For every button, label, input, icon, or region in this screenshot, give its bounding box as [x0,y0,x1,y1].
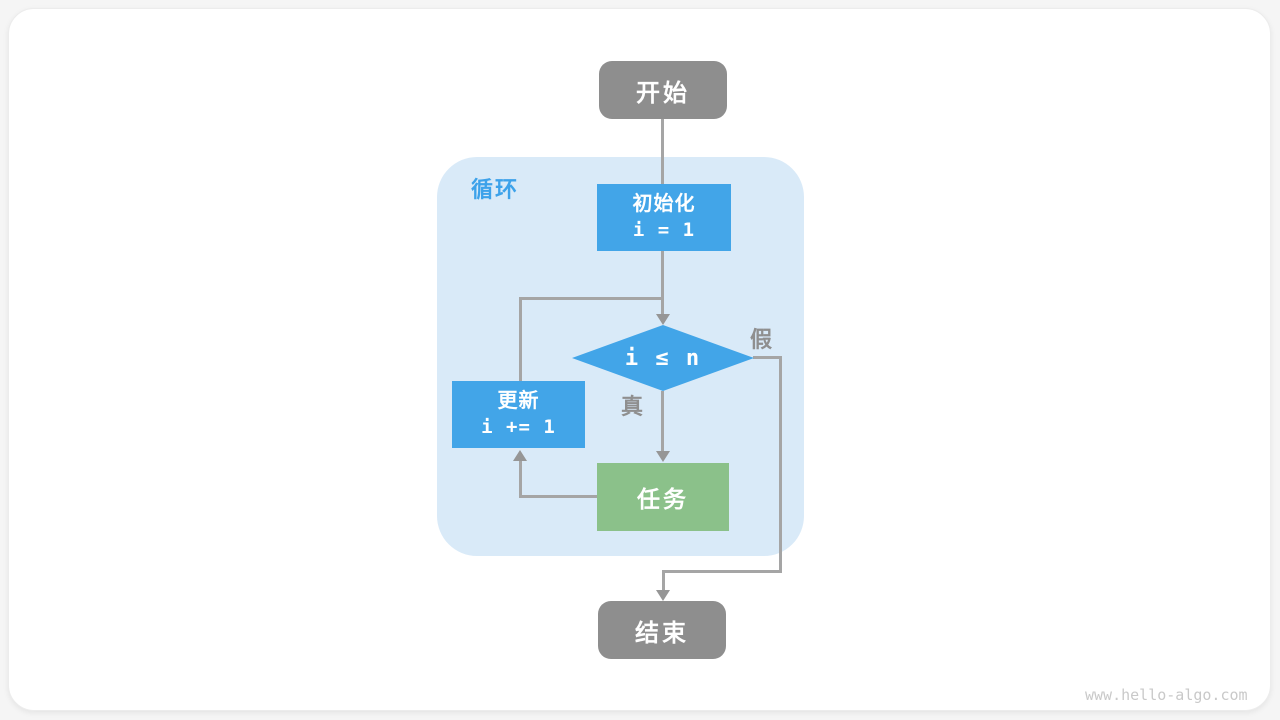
edge-false-branch-top [753,356,782,359]
node-update-code: i += 1 [481,416,556,439]
edge-update-merge-horizontal [519,297,664,300]
node-start-label: 开始 [636,79,690,107]
edge-into-end [662,570,665,592]
edge-init-to-condition [661,251,664,316]
edge-false-branch-bottom [662,570,782,573]
node-init: 初始化 i = 1 [597,184,731,251]
watermark: www.hello-algo.com [1085,686,1248,704]
canvas-card: 循环 真 假 开始 初始化 i = 1 i ≤ n [8,8,1271,711]
arrow-into-update-icon [513,450,527,461]
node-init-code: i = 1 [632,219,696,242]
node-condition-label: i ≤ n [624,345,702,371]
node-end: 结束 [598,601,726,659]
node-update-title: 更新 [497,390,540,413]
edge-condition-to-task [661,391,664,451]
node-update: 更新 i += 1 [452,381,585,448]
edge-task-to-update-vertical [519,460,522,498]
arrow-into-end-icon [656,590,670,601]
edge-label-true: 真 [621,394,644,419]
loop-group-label: 循环 [471,177,520,202]
node-task: 任务 [597,463,729,531]
edge-label-false: 假 [750,327,773,352]
node-task-label: 任务 [637,486,689,512]
node-start: 开始 [599,61,727,119]
edge-task-to-update-horizontal [519,495,599,498]
edge-start-to-init [661,119,664,187]
flowchart: 循环 真 假 开始 初始化 i = 1 i ≤ n [9,9,1270,710]
arrow-into-condition-icon [656,314,670,325]
edge-false-branch-right [779,356,782,573]
arrow-into-task-icon [656,451,670,462]
node-end-label: 结束 [635,619,689,647]
edge-update-merge-vertical [519,297,522,383]
node-init-title: 初始化 [632,193,696,216]
